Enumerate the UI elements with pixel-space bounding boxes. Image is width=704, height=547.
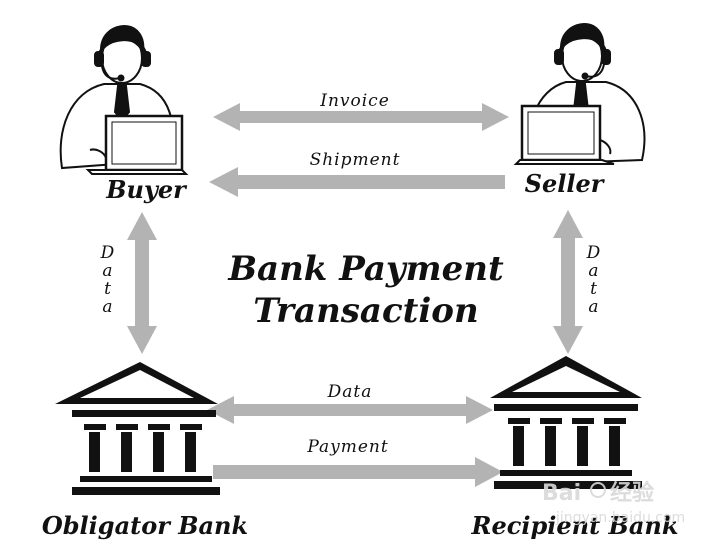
invoice-label: Invoice: [319, 91, 390, 111]
obligator-bank-icon: [55, 362, 220, 495]
watermark-brand: Bai: [542, 481, 581, 506]
recipient-bank-icon: [490, 356, 642, 489]
buyer-label: Buyer: [105, 175, 188, 204]
data-left-letter-2: a: [102, 261, 113, 281]
data-right-letter-4: a: [588, 297, 599, 317]
invoice-arrow: [213, 103, 509, 131]
data-left-letter-3: t: [104, 279, 112, 299]
diagram-title-line1: Bank Payment: [227, 249, 504, 289]
data-right-letter-2: a: [588, 261, 599, 281]
data-right-arrow: [553, 210, 583, 354]
watermark-url: jingyan.baidu.com: [555, 510, 685, 526]
paw-icon: [590, 482, 606, 498]
shipment-arrow: [209, 167, 505, 197]
bank-data-label: Data: [327, 382, 373, 402]
baidu-watermark: Bai 经验 jingyan.baidu.com: [542, 480, 685, 526]
bank-data-arrow: [207, 396, 493, 424]
recipient-bank-label: Recipient Bank: [471, 511, 679, 540]
data-left-arrow: [127, 212, 157, 354]
data-right-letter-1: D: [586, 243, 602, 263]
data-right-letter-3: t: [590, 279, 598, 299]
seller-label: Seller: [525, 169, 606, 198]
seller-person-icon: [513, 22, 646, 166]
diagram-title-line2: Transaction: [253, 291, 478, 331]
shipment-label: Shipment: [310, 150, 401, 170]
obligator-bank-label: Obligator Bank: [42, 511, 248, 540]
data-left-letter-4: a: [102, 297, 113, 317]
payment-arrow: [213, 457, 503, 487]
buyer-person-icon: [59, 24, 189, 175]
data-left-letter-1: D: [100, 243, 116, 263]
payment-label: Payment: [306, 437, 388, 457]
watermark-brand2: 经验: [610, 480, 654, 506]
